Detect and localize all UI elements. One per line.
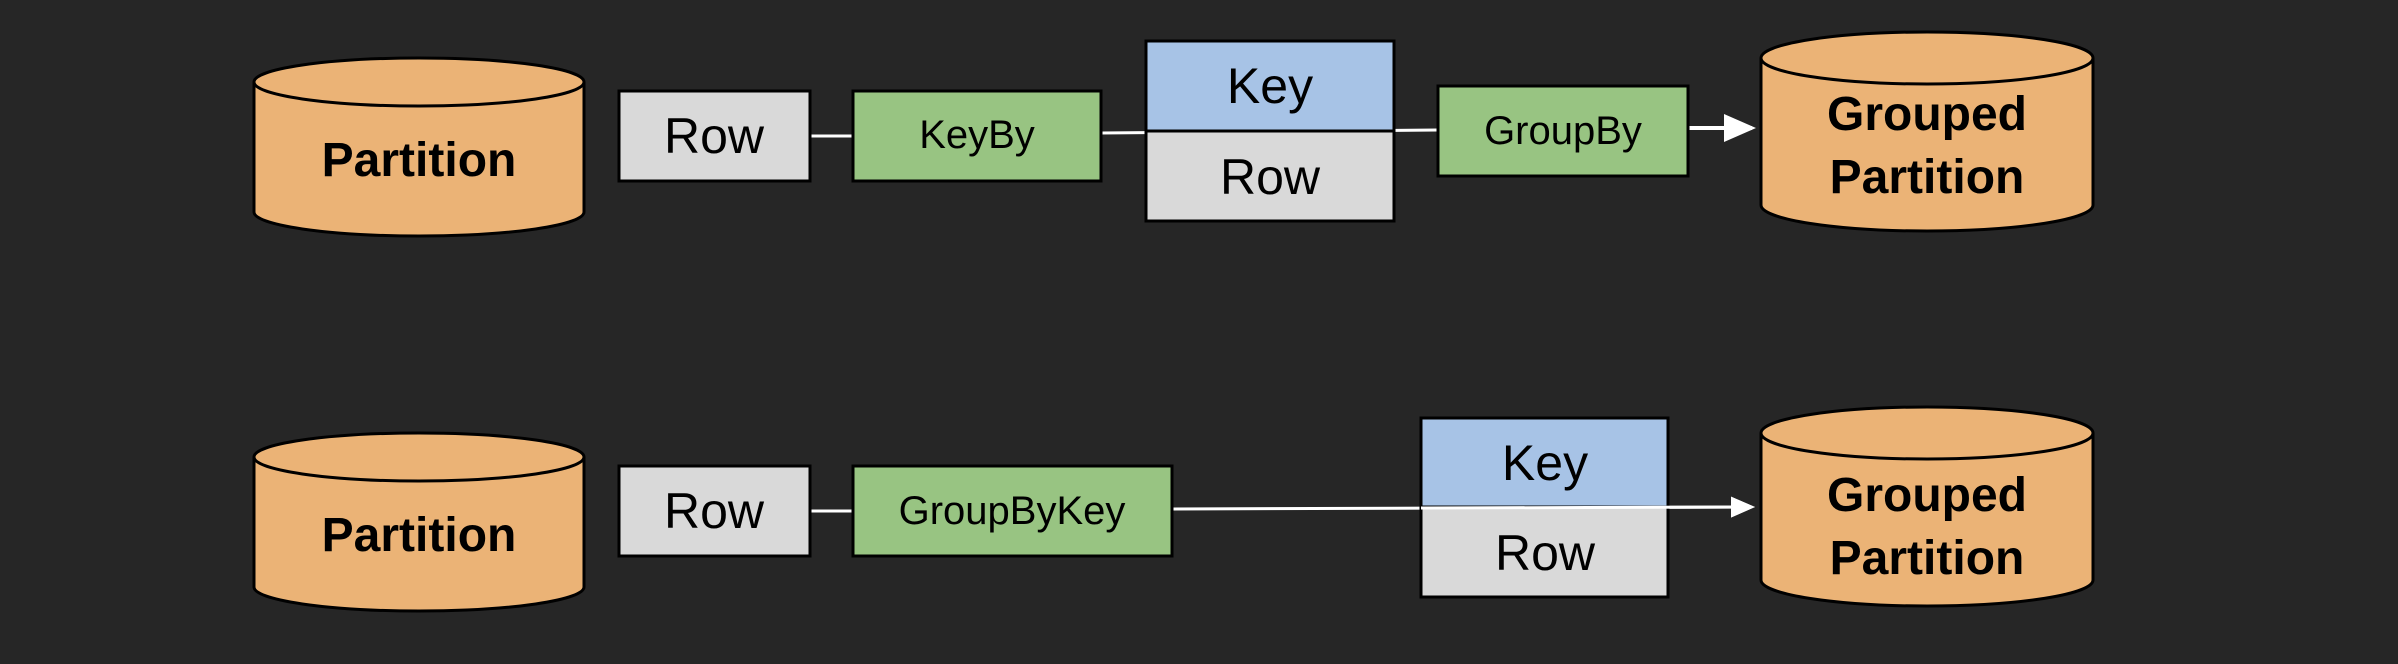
bottom-target-label-line1: Grouped <box>1827 469 2027 522</box>
bottom-pair-key-label: Key <box>1502 435 1588 491</box>
top-target-label-line2: Partition <box>1830 151 2025 204</box>
bottom-flow: Partition Row GroupByKey Key Row Grouped… <box>252 405 2095 613</box>
top-key-row-pair: Key Row <box>1144 39 1396 223</box>
top-row-box: Row <box>617 89 812 183</box>
bottom-arrow-overlay <box>1420 496 1755 518</box>
top-keyby-label: KeyBy <box>919 113 1035 157</box>
top-flow: Partition Row KeyBy Key Row GroupBy <box>252 30 2095 238</box>
top-groupby-operation: GroupBy <box>1436 84 1690 178</box>
bottom-row-label: Row <box>664 483 765 539</box>
bottom-pair-row-label: Row <box>1495 525 1596 581</box>
bottom-source-partition: Partition <box>252 431 586 613</box>
bottom-target-label-line2: Partition <box>1830 532 2025 585</box>
top-row-label: Row <box>664 108 765 164</box>
bottom-key-row-pair: Key Row <box>1419 416 1670 599</box>
top-pair-row-label: Row <box>1220 149 1321 205</box>
top-target-grouped-partition: Grouped Partition <box>1759 30 2095 233</box>
bottom-row-box: Row <box>617 464 812 558</box>
top-keyby-operation: KeyBy <box>851 89 1103 183</box>
top-source-partition: Partition <box>252 56 586 238</box>
bottom-groupbykey-label: GroupByKey <box>899 489 1126 533</box>
top-source-label: Partition <box>322 134 517 187</box>
bottom-target-grouped-partition: Grouped Partition <box>1759 405 2095 608</box>
top-groupby-label: GroupBy <box>1484 109 1642 153</box>
bottom-source-label: Partition <box>322 509 517 562</box>
bottom-groupbykey-operation: GroupByKey <box>851 464 1174 558</box>
top-pair-key-label: Key <box>1227 58 1313 114</box>
top-target-label-line1: Grouped <box>1827 88 2027 141</box>
